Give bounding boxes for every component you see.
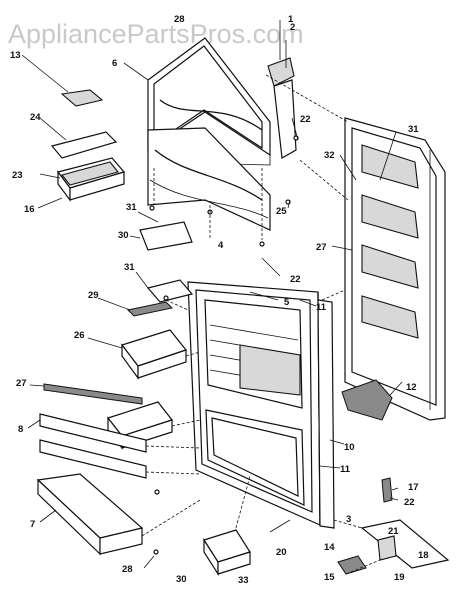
crisper-bin xyxy=(121,329,188,380)
callout-20: 20 xyxy=(276,547,287,558)
cabinet xyxy=(187,281,321,526)
callout-32: 32 xyxy=(324,150,335,161)
callout-23: 23 xyxy=(12,170,23,181)
callout-2: 2 xyxy=(290,22,295,33)
butter-tray xyxy=(60,89,104,107)
callout-11a: 11 xyxy=(316,302,327,313)
watermark-text: AppliancePartsPros.com xyxy=(8,19,304,49)
callout-6: 6 xyxy=(112,58,117,69)
ice-tray-cover xyxy=(50,131,118,159)
shelf-bar-2 xyxy=(39,439,147,479)
freezer-door xyxy=(147,37,271,166)
callout-22b: 22 xyxy=(290,274,301,285)
callout-11b: 11 xyxy=(340,464,351,475)
callout-26: 26 xyxy=(74,330,85,341)
screws xyxy=(149,135,299,555)
callout-5: 5 xyxy=(284,297,290,308)
callout-27a: 27 xyxy=(16,378,27,389)
callout-25: 25 xyxy=(276,206,287,217)
callout-31b: 31 xyxy=(124,262,135,273)
callout-18: 18 xyxy=(418,550,429,561)
callout-22a: 22 xyxy=(300,114,311,125)
callout-21: 21 xyxy=(388,526,399,537)
small-bin xyxy=(203,529,251,577)
callout-24: 24 xyxy=(30,112,41,123)
callout-22c: 22 xyxy=(404,497,415,508)
glass-shelf-lower xyxy=(146,279,194,303)
callout-7: 7 xyxy=(30,519,35,530)
callout-13: 13 xyxy=(10,50,21,61)
door-handle xyxy=(341,379,393,421)
callout-30b: 30 xyxy=(176,574,187,585)
callout-19: 19 xyxy=(394,572,405,583)
callout-8: 8 xyxy=(18,424,23,435)
freezer-door-liner xyxy=(147,127,271,231)
callout-16: 16 xyxy=(24,204,35,215)
callout-14: 14 xyxy=(324,542,335,553)
ice-bin xyxy=(56,157,126,202)
glass-shelf xyxy=(139,221,193,251)
shelf-rail xyxy=(43,383,143,405)
dairy-bin xyxy=(36,473,144,556)
callout-3: 3 xyxy=(346,514,351,525)
hinge-assembly xyxy=(267,20,297,159)
callout-1: 1 xyxy=(288,14,294,25)
callout-29: 29 xyxy=(88,290,99,301)
door-gasket xyxy=(317,299,335,529)
leader-lines xyxy=(21,54,403,575)
shelf-bar-1 xyxy=(39,413,147,453)
callout-31a: 31 xyxy=(126,202,137,213)
callout-10: 10 xyxy=(344,442,355,453)
callout-12: 12 xyxy=(406,382,417,393)
callout-4: 4 xyxy=(218,240,224,251)
callout-31c: 31 xyxy=(408,124,419,135)
callout-33: 33 xyxy=(238,575,249,586)
lower-hinge xyxy=(337,477,450,575)
callout-28b: 28 xyxy=(122,564,133,575)
fresh-food-door xyxy=(344,117,446,421)
callout-27b: 27 xyxy=(316,242,327,253)
callout-labels: 1 2 3 4 5 6 7 8 10 11 11 12 13 14 15 16 … xyxy=(10,14,429,586)
callout-17: 17 xyxy=(408,482,419,493)
callout-15: 15 xyxy=(324,572,335,583)
callout-28a: 28 xyxy=(174,14,185,25)
callout-30a: 30 xyxy=(118,230,129,241)
shelf-trim xyxy=(126,301,174,317)
